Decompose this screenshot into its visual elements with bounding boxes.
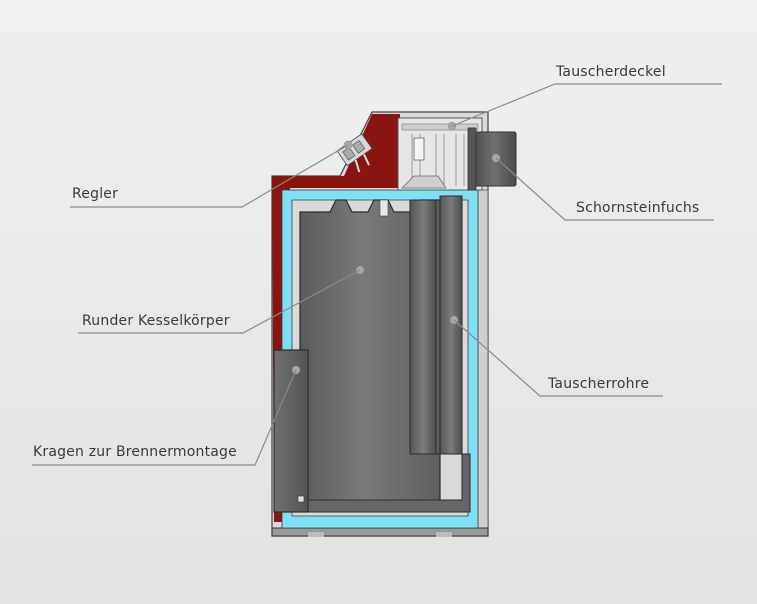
label-tauscherdeckel: Tauscherdeckel [556,64,666,80]
leader-line-schornsteinfuchs [495,157,714,221]
leader-line-tauscherrohre [453,319,663,397]
label-kesselkoerper: Runder Kesselkörper [82,313,230,329]
leader-line-tauscherdeckel [451,83,722,127]
label-regler: Regler [72,186,119,202]
label-brennerkragen: Kragen zur Brennermontage [33,444,237,460]
burner-collar [273,349,309,513]
label-schornsteinfuchs: Schornsteinfuchs [576,200,700,216]
leader-line-kesselkoerper [78,269,361,334]
label-tauscherrohre: Tauscherrohre [548,376,650,392]
exchanger-tubes [299,195,471,513]
controller-unit [336,133,373,173]
leader-line-brennerkragen [32,369,297,466]
leader-line-regler [70,144,349,208]
